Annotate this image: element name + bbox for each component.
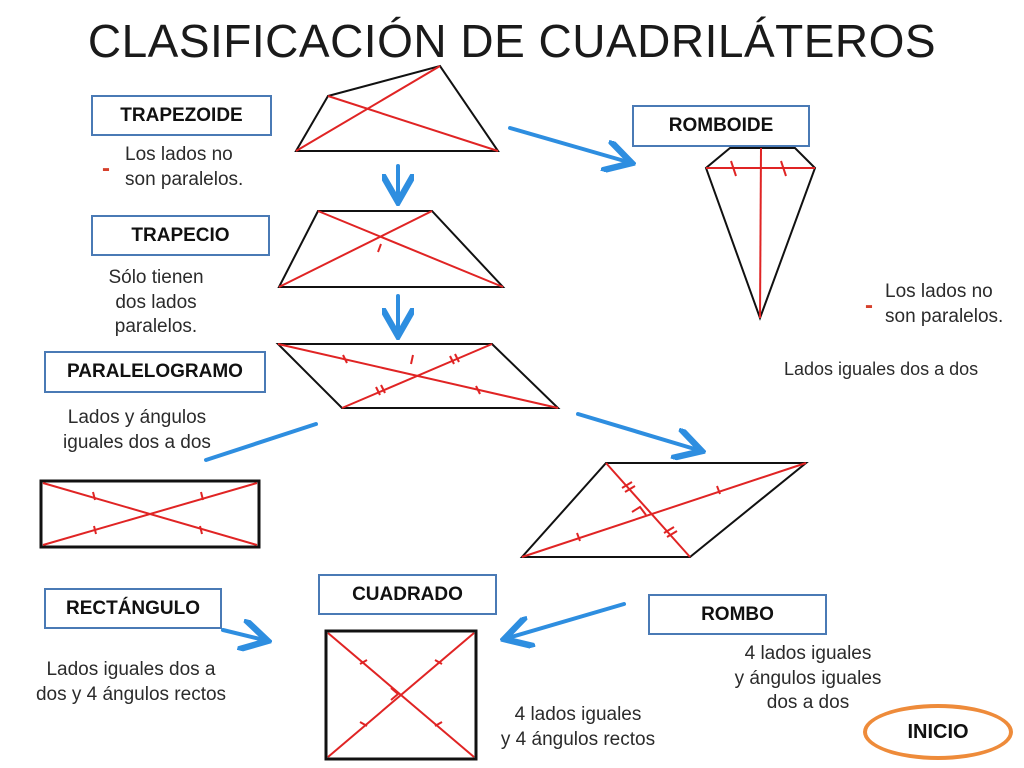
rectangulo-shape <box>39 479 261 549</box>
cuadrado-shape <box>324 629 478 761</box>
page-title: CLASIFICACIÓN DE CUADRILÁTEROS <box>87 15 937 67</box>
note-rombo: 4 lados iguales y ángulos iguales dos a … <box>723 642 893 716</box>
romboide-shape <box>704 147 817 321</box>
trapecio-shape <box>277 210 506 288</box>
note-paralelogramo: Lados y ángulos iguales dos a dos <box>52 406 222 455</box>
note-trapecio: Sólo tienen dos lados paralelos. <box>96 266 216 340</box>
note-line: Lados y ángulos <box>67 407 207 428</box>
label-cuadrado: CUADRADO <box>318 574 497 615</box>
label-trapezoide: TRAPEZOIDE <box>91 95 272 136</box>
note-line: Los lados no <box>125 144 233 165</box>
bullet-dash: - <box>102 155 110 182</box>
label-paralelogramo: PARALELOGRAMO <box>44 351 266 393</box>
note-rectangulo: Lados iguales dos a dos y 4 ángulos rect… <box>28 658 234 707</box>
note-line: son paralelos. <box>125 168 244 190</box>
blue-arrow-icon <box>576 412 698 450</box>
label-trapecio: TRAPECIO <box>91 215 270 256</box>
note-line: iguales dos a dos <box>63 431 211 453</box>
label-romboide: ROMBOIDE <box>632 105 810 147</box>
rombo-shape <box>519 462 809 558</box>
note-line: Lados iguales dos a <box>46 659 216 680</box>
note-line: dos a dos <box>766 692 850 714</box>
note-line: y ángulos iguales <box>734 667 882 689</box>
blue-arrow-icon <box>221 630 264 640</box>
blue-arrow-icon <box>508 126 628 162</box>
note-line: paralelos. <box>114 316 198 338</box>
note-line: son paralelos. <box>885 305 1004 327</box>
trapezoide-shape <box>294 64 500 152</box>
note-line: Sólo tienen <box>108 267 204 288</box>
label-rectangulo: RECTÁNGULO <box>44 588 222 629</box>
paralelogramo-shape <box>275 343 561 409</box>
note-romboide: Los lados no son paralelos. <box>885 280 1003 329</box>
inicio-button[interactable]: INICIO <box>863 704 1013 760</box>
note-line: 4 lados iguales <box>744 643 872 664</box>
note-line: y 4 ángulos rectos <box>500 728 656 750</box>
note-romboide-extra: Lados iguales dos a dos <box>784 359 979 379</box>
note-line: 4 lados iguales <box>514 704 642 725</box>
bullet-dash: - <box>865 292 873 319</box>
label-rombo: ROMBO <box>648 594 827 635</box>
note-trapezoide: Los lados no son paralelos. <box>125 143 243 192</box>
note-line: dos lados <box>115 291 197 313</box>
note-line: Los lados no <box>885 281 993 302</box>
note-cuadrado: 4 lados iguales y 4 ángulos rectos <box>492 703 664 752</box>
blue-arrow-icon <box>204 422 318 462</box>
note-line: dos y 4 ángulos rectos <box>35 683 227 705</box>
blue-arrow-icon <box>508 602 626 638</box>
